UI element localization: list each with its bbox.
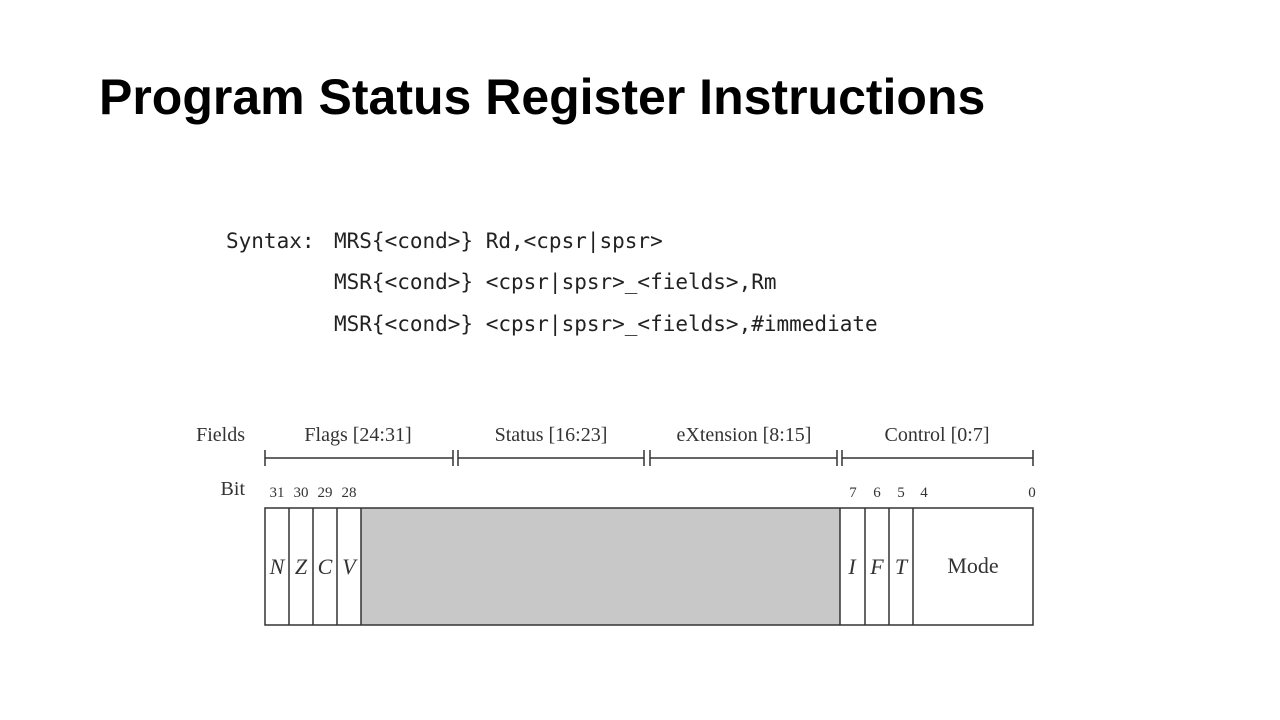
bit-number-0: 0 [1028,485,1036,501]
bit-number-4: 4 [920,485,928,501]
bit-n: N [269,554,286,579]
bit-number-7: 7 [849,485,857,501]
bit-c: C [318,554,333,579]
bit-i: I [847,554,857,579]
bit-number-30: 30 [294,485,309,501]
syntax-line-mrs: MRS{<cond>} Rd,<cpsr|spsr> [334,229,663,253]
bit-f: F [869,554,884,579]
field-flags: Flags [24:31] [304,424,411,446]
bit-v: V [342,554,358,579]
reserved-bits-area [361,508,840,625]
fields-label: Fields [196,424,245,446]
bit-number-31: 31 [270,485,285,501]
field-status: Status [16:23] [495,424,608,446]
register-outline [264,507,1034,626]
field-extension: eXtension [8:15] [677,424,812,446]
field-control: Control [0:7] [885,424,990,446]
bit-label: Bit [221,478,246,500]
bit-t: T [895,554,909,579]
bit-z: Z [295,554,308,579]
bit-number-6: 6 [873,485,881,501]
bit-number-5: 5 [897,485,905,501]
bit-number-29: 29 [318,485,333,501]
field-span-brackets [264,450,1034,466]
mode-label: Mode [947,553,998,578]
bit-number-28: 28 [342,485,357,501]
syntax-line-msr-immediate: MSR{<cond>} <cpsr|spsr>_<fields>,#immedi… [334,312,878,336]
bit-dividers [288,508,914,625]
syntax-line-msr-rm: MSR{<cond>} <cpsr|spsr>_<fields>,Rm [334,270,777,294]
syntax-label: Syntax: [226,229,315,253]
slide-title: Program Status Register Instructions [99,69,986,125]
